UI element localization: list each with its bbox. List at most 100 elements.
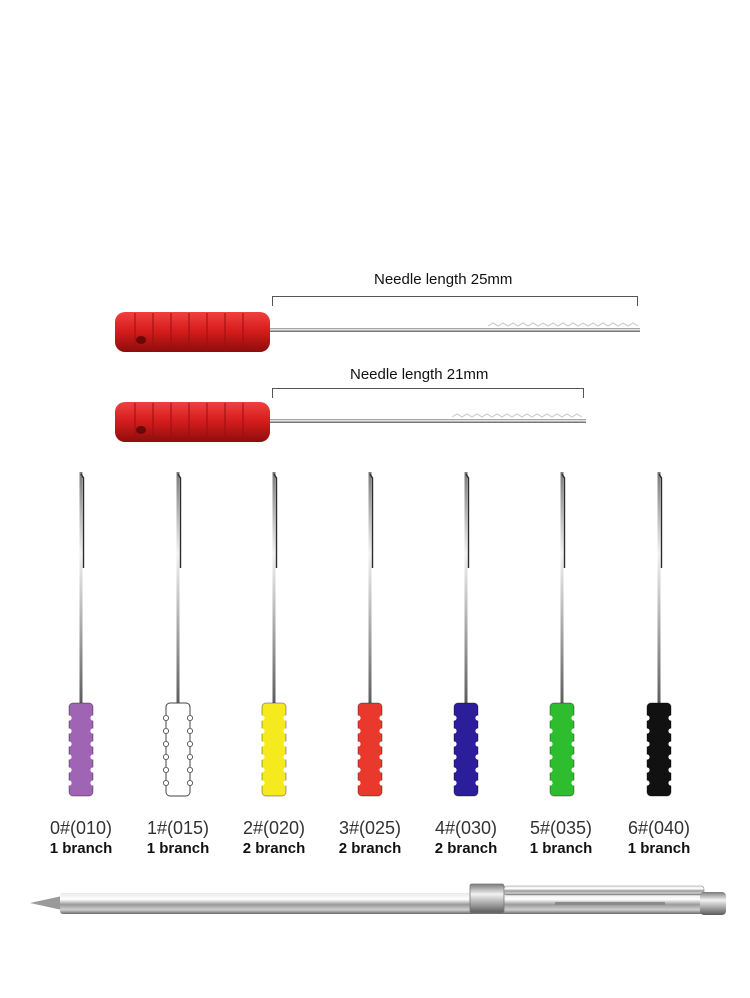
size-file	[66, 472, 96, 797]
file-size-label: 2#(020)	[242, 818, 306, 838]
grip-notch	[668, 715, 674, 721]
grip-notch	[644, 741, 650, 747]
grip-notch	[283, 741, 289, 747]
grip-notch	[283, 780, 289, 786]
grip-notch	[668, 754, 674, 760]
file-shaft	[657, 472, 661, 706]
grip-notch	[66, 715, 72, 721]
grip-notch	[547, 741, 553, 747]
size-file-set	[66, 472, 674, 797]
grip-notch	[571, 741, 577, 747]
file-handle	[453, 702, 479, 797]
grip-notch	[283, 728, 289, 734]
grip-notch	[186, 780, 193, 787]
grip-notch	[379, 754, 385, 760]
grip-notch	[644, 715, 650, 721]
grip-notch	[66, 780, 72, 786]
file-branch-label: 1 branch	[146, 840, 210, 857]
file-branch-label: 2 branch	[242, 840, 306, 857]
file-size-label: 1#(015)	[146, 818, 210, 838]
grip-notch	[355, 767, 361, 773]
file-size-label: 6#(040)	[627, 818, 691, 838]
file-flutes	[273, 473, 278, 568]
grip-notch	[547, 754, 553, 760]
size-file	[451, 472, 481, 797]
size-file	[259, 472, 289, 797]
file-size-label: 5#(035)	[529, 818, 593, 838]
grip-notch	[571, 728, 577, 734]
grip-notch	[475, 767, 481, 773]
file-handle	[357, 702, 383, 797]
grip-notch	[475, 741, 481, 747]
grip-notch	[90, 728, 96, 734]
grip-notch	[355, 754, 361, 760]
grip-notch	[90, 767, 96, 773]
long-file-length-label: Needle length 25mm	[374, 271, 513, 288]
grip-notch	[451, 780, 457, 786]
grip-notch	[283, 767, 289, 773]
grip-notch	[259, 767, 265, 773]
grip-notch	[355, 780, 361, 786]
file-handle	[165, 702, 191, 797]
short-file-flutes	[451, 413, 583, 418]
size-caption: 4#(030) 2 branch	[418, 817, 514, 859]
file-shaft	[560, 472, 564, 706]
grip-notch	[283, 754, 289, 760]
file-shaft	[272, 472, 276, 706]
reference-pen	[30, 883, 726, 915]
long-file	[115, 312, 640, 352]
size-caption: 0#(010) 1 branch	[33, 817, 129, 859]
file-shaft	[464, 472, 468, 706]
size-file	[162, 472, 193, 797]
grip-notch	[668, 741, 674, 747]
short-file	[115, 402, 586, 442]
grip-notch	[379, 741, 385, 747]
grip-notch	[379, 715, 385, 721]
grip-notch	[259, 715, 265, 721]
grip-notch	[668, 728, 674, 734]
grip-notch	[644, 767, 650, 773]
grip-notch	[162, 780, 169, 787]
short-file-shaft	[268, 419, 586, 423]
grip-notch	[186, 715, 193, 722]
pen-slot	[555, 902, 665, 905]
long-file-length-bracket	[272, 296, 638, 306]
file-handle	[261, 702, 287, 797]
file-branch-label: 2 branch	[338, 840, 402, 857]
pen-end-cap	[700, 892, 726, 915]
grip-notch	[355, 715, 361, 721]
grip-notch	[668, 767, 674, 773]
grip-notch	[379, 728, 385, 734]
grip-notch	[66, 754, 72, 760]
size-caption: 3#(025) 2 branch	[322, 817, 418, 859]
grip-notch	[379, 767, 385, 773]
long-file-handle	[115, 312, 270, 352]
file-shaft	[79, 472, 83, 706]
size-file	[547, 472, 577, 797]
size-caption: 5#(035) 1 branch	[513, 817, 609, 859]
grip-notch	[66, 741, 72, 747]
file-handle	[68, 702, 94, 797]
size-caption: 1#(015) 1 branch	[130, 817, 226, 859]
grip-notch	[547, 715, 553, 721]
grip-notch	[451, 741, 457, 747]
grip-notch	[259, 780, 265, 786]
file-shaft	[368, 472, 372, 706]
file-flutes	[658, 473, 663, 568]
pen-tip	[30, 896, 62, 910]
grip-notch	[186, 754, 193, 761]
size-file	[644, 472, 674, 797]
file-branch-label: 2 branch	[434, 840, 498, 857]
file-handle	[646, 702, 672, 797]
grip-notch	[259, 741, 265, 747]
grip-notch	[668, 780, 674, 786]
grip-notch	[90, 780, 96, 786]
grip-notch	[355, 741, 361, 747]
pen-clip	[503, 885, 705, 896]
grip-notch	[451, 728, 457, 734]
grip-notch	[66, 728, 72, 734]
file-flutes	[177, 473, 182, 568]
size-caption: 6#(040) 1 branch	[611, 817, 707, 859]
